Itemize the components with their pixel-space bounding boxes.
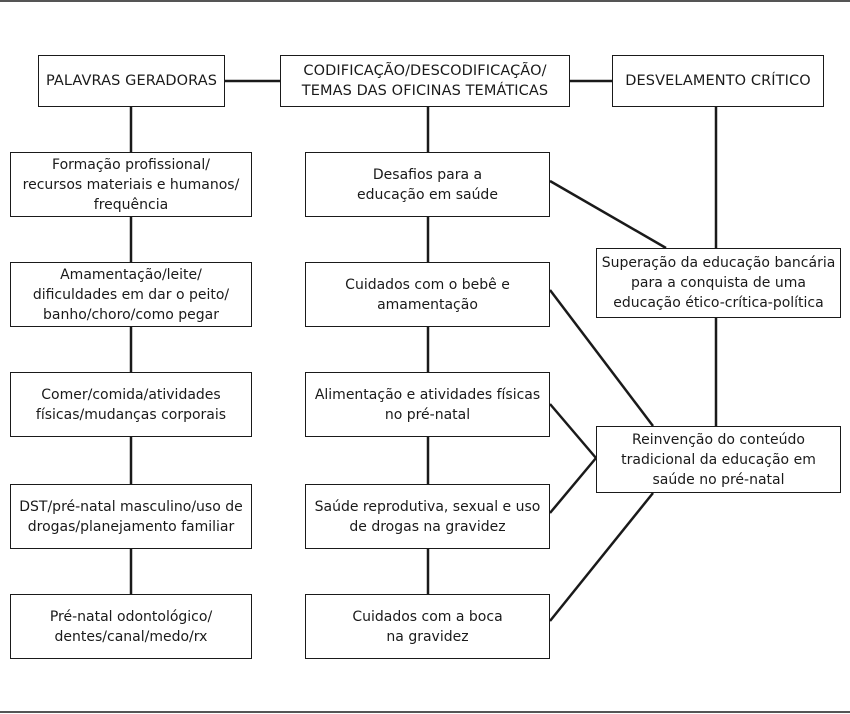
center-box-saude-reprodutiva: Saúde reprodutiva, sexual e uso de droga… [305,484,550,549]
connector-boca-reinvencao [549,492,654,622]
left-box-amamentacao: Amamentação/leite/ dificuldades em dar o… [10,262,252,327]
left-box-formacao: Formação profissional/ recursos materiai… [10,152,252,217]
left-box-odontologico: Pré-natal odontológico/ dentes/canal/med… [10,594,252,659]
center-box-cuidados-boca: Cuidados com a boca na gravidez [305,594,550,659]
header-left-label: PALAVRAS GERADORAS [45,73,218,89]
right-box-label: Superação da educação bancária para a co… [601,255,836,311]
right-box-label: Reinvenção do conteúdo tradicional da ed… [621,431,816,488]
left-box-comer: Comer/comida/atividades físicas/mudanças… [10,372,252,437]
right-box-reinvencao: Reinvenção do conteúdo tradicional da ed… [596,426,841,493]
left-box-label: DST/pré-natal masculino/uso de drogas/pl… [19,498,243,535]
header-codificacao: CODIFICAÇÃO/DESCODIFICAÇÃO/ TEMAS DAS OF… [280,55,570,107]
center-box-label: Saúde reprodutiva, sexual e uso de droga… [314,498,541,535]
left-box-label: Amamentação/leite/ dificuldades em dar o… [32,266,230,323]
left-box-label: Comer/comida/atividades físicas/mudanças… [35,386,227,423]
left-box-label: Formação profissional/ recursos materiai… [22,156,240,213]
center-box-label: Cuidados com a boca na gravidez [352,608,503,645]
header-palavras-geradoras: PALAVRAS GERADORAS [38,55,225,107]
left-box-label: Pré-natal odontológico/ dentes/canal/med… [49,608,213,645]
connector-cuidados-reinvencao [549,289,654,427]
center-box-desafios: Desafios para a educação em saúde [305,152,550,217]
center-box-label: Desafios para a educação em saúde [357,166,498,203]
center-box-cuidados-bebe: Cuidados com o bebê e amamentação [305,262,550,327]
right-box-superacao: Superação da educação bancária para a co… [596,248,841,318]
header-desvelamento-critico: DESVELAMENTO CRÍTICO [612,55,824,107]
header-right-label: DESVELAMENTO CRÍTICO [625,73,811,89]
center-box-label: Cuidados com o bebê e amamentação [345,276,510,313]
connector-saude-reinvencao [549,457,597,514]
bottom-rule [0,711,850,713]
top-rule [0,0,850,2]
connector-desafios-superacao [549,179,667,250]
center-box-label: Alimentação e atividades físicas no pré-… [314,386,541,423]
header-center-label: CODIFICAÇÃO/DESCODIFICAÇÃO/ TEMAS DAS OF… [301,63,549,99]
connector-alimentacao-reinvencao [549,403,597,459]
center-box-alimentacao: Alimentação e atividades físicas no pré-… [305,372,550,437]
left-box-dst: DST/pré-natal masculino/uso de drogas/pl… [10,484,252,549]
